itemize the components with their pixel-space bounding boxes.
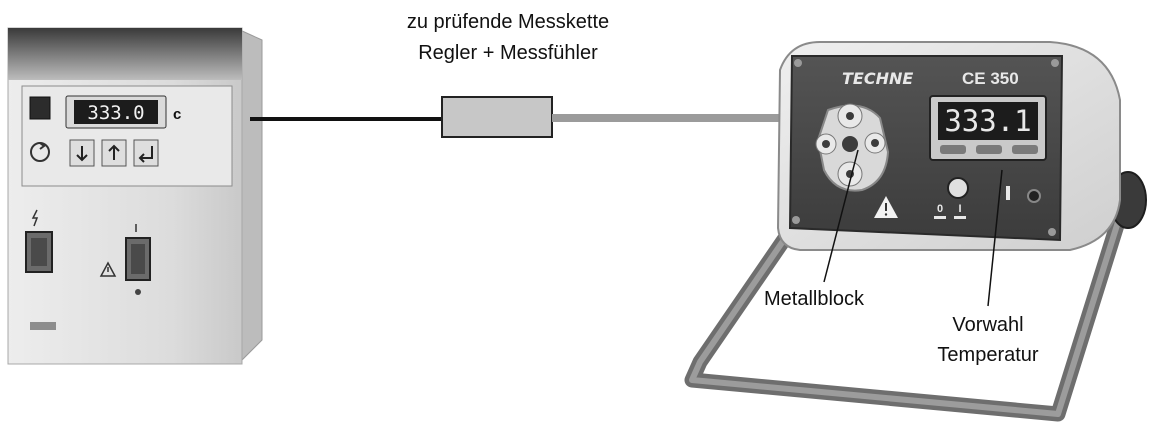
switch-on-label: I xyxy=(958,203,961,215)
switch-off-label: 0 xyxy=(937,203,943,215)
left-display-value: 333.0 xyxy=(87,102,144,124)
left-display-window xyxy=(74,100,158,124)
metal-block-well xyxy=(842,136,858,152)
left-power-indicator xyxy=(29,96,51,120)
screw-top-left xyxy=(794,59,802,67)
hazard-icon xyxy=(874,196,898,218)
caption-line-1: zu prüfende Messkette xyxy=(407,11,609,33)
switch-on-mark xyxy=(954,216,966,219)
switch-off-mark xyxy=(934,216,946,219)
screw-bottom-right xyxy=(1048,228,1056,236)
metal-block-label: Metallblock xyxy=(764,288,865,310)
left-device-top-band xyxy=(8,28,242,80)
preset-label-line-2: Temperatur xyxy=(937,344,1038,366)
preset-temperature-pointer xyxy=(987,169,1003,307)
left-indicator-led xyxy=(135,289,141,295)
metal-block-pointer xyxy=(823,149,859,283)
right-button-3[interactable] xyxy=(1012,145,1038,154)
left-device-badge xyxy=(30,322,56,330)
aux-socket xyxy=(1027,189,1041,203)
left-up-button[interactable] xyxy=(101,139,127,167)
left-device-front xyxy=(7,27,243,365)
left-device-side xyxy=(239,29,263,364)
right-button-2[interactable] xyxy=(976,145,1002,154)
left-display-unit: c xyxy=(173,106,181,123)
thermometer-mark xyxy=(1006,186,1010,200)
screw-bottom-left xyxy=(792,216,800,224)
right-display-value: 333.1 xyxy=(944,104,1031,138)
left-enter-button[interactable] xyxy=(133,139,159,167)
right-calibrator-device: TECHNE CE 350 333.1 xyxy=(684,41,1147,422)
power-knob[interactable] xyxy=(947,177,969,199)
metal-block xyxy=(815,103,890,192)
left-rocker-switch-2-inner xyxy=(131,244,145,274)
left-reset-button[interactable] xyxy=(30,142,50,162)
right-control-buttons xyxy=(940,145,1038,154)
left-down-button[interactable] xyxy=(69,139,95,167)
brand-label: TECHNE xyxy=(842,69,913,88)
model-label: CE 350 xyxy=(962,69,1019,88)
screw-top-right xyxy=(1051,59,1059,67)
left-rocker-switch-1-inner xyxy=(31,238,47,266)
left-controller-device: 333.0 c xyxy=(7,27,263,365)
preset-label-line-1: Vorwahl xyxy=(952,314,1023,336)
right-button-1[interactable] xyxy=(940,145,966,154)
sensor-probe-box xyxy=(441,96,553,138)
warning-icon xyxy=(99,261,117,277)
right-stand-handle-highlight xyxy=(689,189,1131,417)
left-lightning-mark xyxy=(31,209,39,227)
right-display-window xyxy=(938,102,1038,140)
caption-line-2: Regler + Messfühler xyxy=(418,42,598,64)
